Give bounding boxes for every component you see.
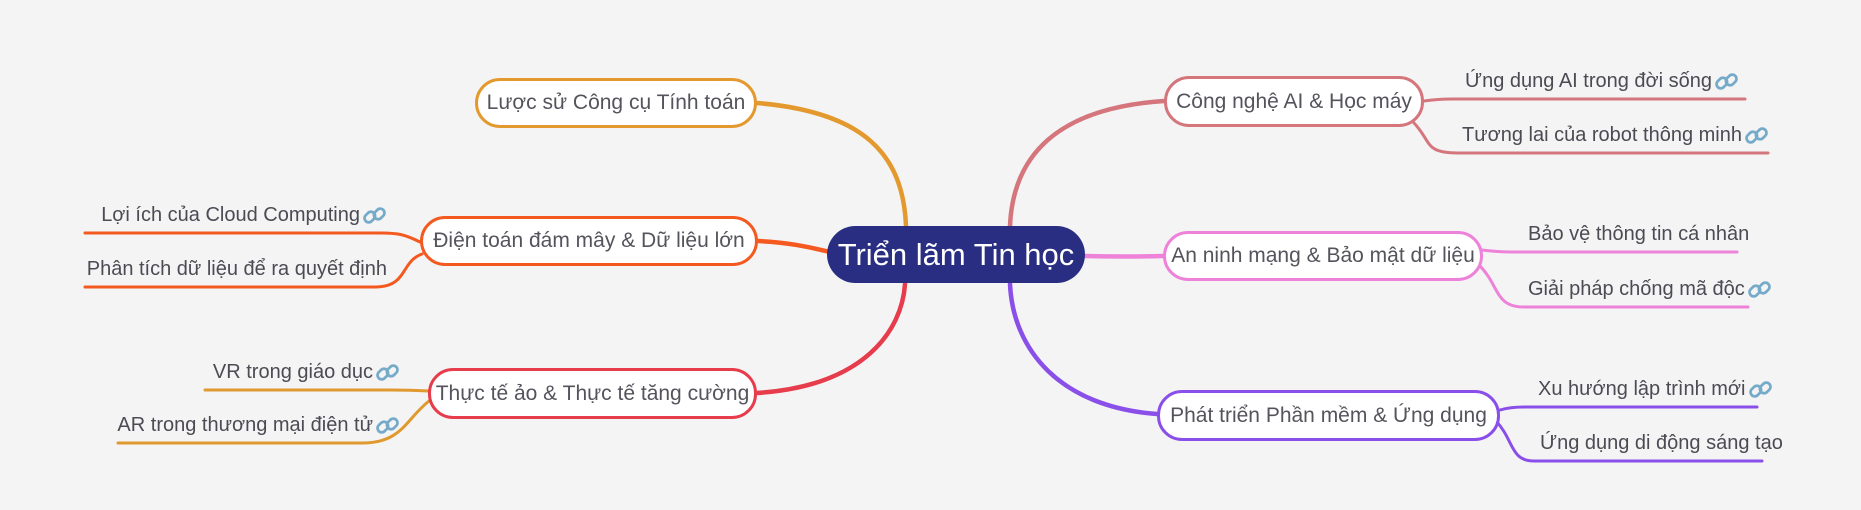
edge-branch-phat-trien bbox=[1007, 281, 1160, 417]
link-icon[interactable] bbox=[1748, 377, 1773, 402]
child-label: Lợi ích của Cloud Computing bbox=[101, 204, 360, 226]
topic-label: Lược sử Công cụ Tính toán bbox=[486, 91, 746, 114]
child-label: Phân tích dữ liệu để ra quyết định bbox=[86, 258, 387, 280]
root-node-label: Triển lãm Tin học bbox=[837, 236, 1075, 272]
edge-branch-cong-nghe-ai bbox=[1007, 98, 1167, 229]
link-icon[interactable] bbox=[362, 203, 387, 228]
child-tuong-lai-robot[interactable]: Tương lai của robot thông minh bbox=[1462, 120, 1769, 150]
child-label: Ứng dụng di động sáng tạo bbox=[1540, 432, 1783, 454]
child-label: Giải pháp chống mã độc bbox=[1528, 278, 1745, 300]
child-ung-dung-ai[interactable]: Ứng dụng AI trong đời sống bbox=[1465, 66, 1739, 96]
topic-phat-trien[interactable]: Phát triển Phần mềm & Ứng dụng bbox=[1157, 390, 1500, 441]
child-label: Ứng dụng AI trong đời sống bbox=[1465, 70, 1713, 92]
topic-label: Công nghệ AI & Học máy bbox=[1176, 89, 1412, 113]
link-icon[interactable] bbox=[375, 360, 400, 385]
edge-branch-thuc-te bbox=[754, 281, 908, 396]
edge-child-ung-dung-ai bbox=[1422, 97, 1747, 103]
root-node[interactable]: Triển lãm Tin học bbox=[827, 226, 1085, 283]
edge-branch-luoc-su bbox=[754, 100, 909, 229]
topic-cong-nghe-ai[interactable]: Công nghệ AI & Học máy bbox=[1164, 76, 1424, 127]
topic-label: Điện toán đám mây & Dữ liệu lớn bbox=[433, 229, 745, 252]
link-icon[interactable] bbox=[1744, 123, 1769, 148]
topic-dien-toan[interactable]: Điện toán đám mây & Dữ liệu lớn bbox=[420, 216, 758, 266]
topic-label: Thực tế ảo & Thực tế tăng cường bbox=[435, 381, 750, 405]
link-icon[interactable] bbox=[1714, 69, 1739, 94]
link-icon[interactable] bbox=[375, 413, 400, 438]
child-label: VR trong giáo dục bbox=[212, 361, 373, 383]
topic-luoc-su[interactable]: Lược sử Công cụ Tính toán bbox=[475, 78, 757, 128]
topic-label: Phát triển Phần mềm & Ứng dụng bbox=[1170, 403, 1487, 427]
edge-child-xu-huong-lap-trinh bbox=[1498, 405, 1759, 412]
child-label: Bảo vệ thông tin cá nhân bbox=[1528, 223, 1750, 245]
child-giai-phap-ma-doc[interactable]: Giải pháp chống mã độc bbox=[1528, 274, 1772, 304]
edge-branch-dien-toan bbox=[755, 238, 833, 255]
child-label: Tương lai của robot thông minh bbox=[1462, 124, 1742, 146]
edge-branch-an-ninh bbox=[1082, 253, 1166, 259]
child-label: AR trong thương mại điện tử bbox=[117, 414, 373, 436]
child-phan-tich[interactable]: Phân tích dữ liệu để ra quyết định bbox=[85, 254, 387, 284]
link-icon[interactable] bbox=[1747, 277, 1772, 302]
edge-child-bao-ve-thong-tin bbox=[1480, 248, 1739, 254]
child-label: Xu hướng lập trình mới bbox=[1538, 378, 1746, 400]
topic-thuc-te[interactable]: Thực tế ảo & Thực tế tăng cường bbox=[428, 368, 757, 419]
edge-child-cloud-loi-ich bbox=[83, 231, 422, 244]
edge-child-vr bbox=[203, 388, 431, 393]
topic-an-ninh[interactable]: An ninh mạng & Bảo mật dữ liệu bbox=[1163, 231, 1483, 281]
child-ar[interactable]: AR trong thương mại điện tử bbox=[85, 410, 400, 440]
child-xu-huong-lap-trinh[interactable]: Xu hướng lập trình mới bbox=[1538, 374, 1773, 404]
child-vr[interactable]: VR trong giáo dục bbox=[85, 357, 400, 387]
child-bao-ve-thong-tin[interactable]: Bảo vệ thông tin cá nhân bbox=[1528, 219, 1749, 249]
child-ung-dung-di-dong[interactable]: Ứng dụng di động sáng tạo bbox=[1540, 428, 1783, 458]
child-cloud-loi-ich[interactable]: Lợi ích của Cloud Computing bbox=[85, 200, 387, 230]
topic-label: An ninh mạng & Bảo mật dữ liệu bbox=[1171, 244, 1475, 267]
